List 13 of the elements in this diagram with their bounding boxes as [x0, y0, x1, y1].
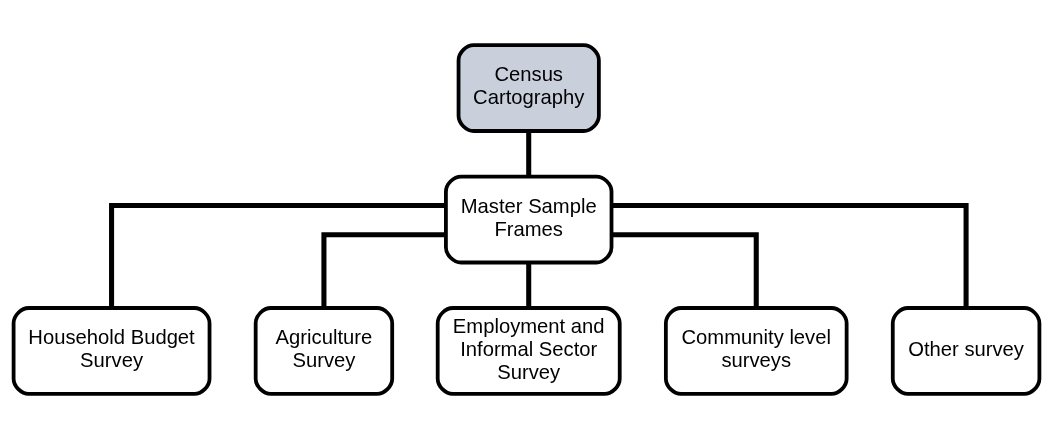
- connector: [109, 202, 446, 308]
- connector: [526, 130, 532, 176]
- node-box: Master Sample Frames: [444, 174, 614, 264]
- connector: [611, 231, 759, 308]
- connector: [526, 262, 532, 308]
- connector: [321, 231, 446, 308]
- node-box: Other survey: [890, 305, 1042, 396]
- node-box: Census Cartography: [456, 42, 601, 133]
- node-box: Agriculture Survey: [253, 305, 395, 396]
- node-box: Community level surveys: [663, 305, 849, 396]
- connector: [612, 202, 969, 308]
- node-box: Employment and Informal Sector Survey: [435, 305, 622, 396]
- node-box: Household Budget Survey: [11, 305, 212, 396]
